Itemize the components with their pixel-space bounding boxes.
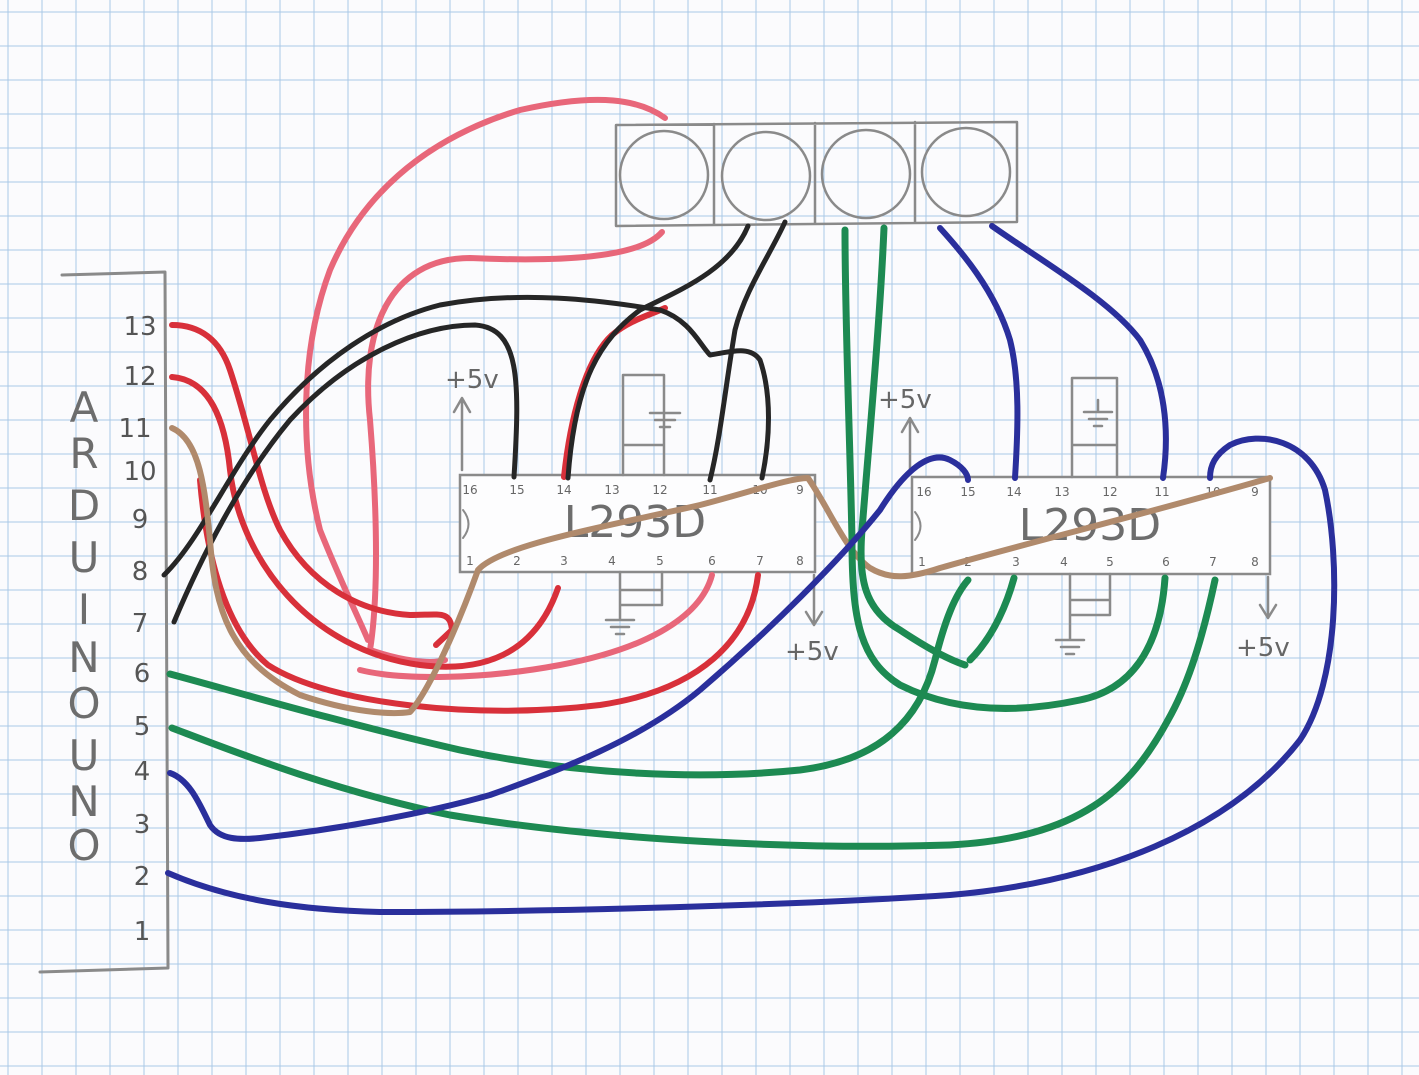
chip-1-pin-7: 7: [756, 554, 764, 568]
chip-1-notch: [462, 509, 470, 539]
chip-2-pin-12: 12: [1102, 485, 1117, 499]
chip-1-pin-15: 15: [509, 483, 524, 497]
chip-2-notch: [914, 511, 922, 541]
wire-blue-pin2: [165, 435, 1338, 915]
chip-1-pin-4: 4: [608, 554, 616, 568]
chip-1-pin-11: 11: [702, 483, 717, 497]
chip-1-pin-14: 14: [556, 483, 571, 497]
chip-2-pin-6: 6: [1162, 555, 1170, 569]
pin-label-5: 5: [134, 712, 151, 742]
pin-label-11: 11: [118, 414, 151, 444]
chip-2: L293D 16 15 14 13 12 11 10 9 1 2 3 4 5 6…: [878, 376, 1290, 663]
led-array-outline: [614, 120, 1019, 228]
chip-1-pin-2: 2: [513, 554, 521, 568]
chip-1-label: L293D: [564, 497, 706, 548]
wire-blue-led4-a: [937, 225, 1021, 481]
wire-green-led3-a: [841, 226, 1169, 712]
wire-black-pin7: [171, 322, 520, 625]
chip-2-vcc-arrow-top: [900, 416, 920, 474]
chip-1-pin-8: 8: [796, 554, 804, 568]
led-4: [920, 126, 1012, 218]
wire-green-chip2-pin3: [966, 574, 1018, 664]
chip-1-ground-bottom: [604, 570, 664, 636]
chip-2-pin-5: 5: [1106, 555, 1114, 569]
wire-blue-pin4: [167, 454, 971, 842]
chip-2-pin-14: 14: [1006, 485, 1021, 499]
chip-2-vcc-top-label: +5v: [878, 385, 932, 415]
pin-label-12: 12: [123, 362, 156, 392]
chip-2-pin-4: 4: [1060, 555, 1068, 569]
wire-brown-pin11: [169, 425, 1273, 716]
pin-label-2: 2: [134, 862, 151, 892]
pin-label-8: 8: [132, 557, 149, 587]
wire-green-led3-b: [857, 224, 969, 669]
chip-1-pin-13: 13: [604, 483, 619, 497]
wire-green-pin6: [166, 576, 972, 779]
chip-1-pin-16: 16: [462, 483, 477, 497]
chip-2-pin-9: 9: [1251, 485, 1259, 499]
led-3: [820, 128, 912, 220]
wire-red-long-bottom: [197, 477, 761, 714]
chip-2-pin-3: 3: [1012, 555, 1020, 569]
arduino-label-letter: N: [68, 777, 99, 826]
arduino-label-letter: U: [69, 533, 100, 582]
chip-2-ground-top: [1070, 376, 1119, 479]
led-2: [720, 130, 812, 222]
arduino-label-letter: O: [67, 821, 100, 870]
wire-blue-led4-b: [989, 223, 1169, 481]
arduino-label: A R D U I N O U N O: [67, 383, 100, 870]
pin-label-7: 7: [132, 609, 149, 639]
chip-2-pin-16: 16: [916, 485, 931, 499]
arduino-label-letter: O: [67, 679, 100, 728]
arduino-label-letter: N: [68, 633, 99, 682]
chip-1-ground-top: [621, 373, 682, 477]
wires: [161, 96, 1338, 915]
chip-1-pin-6: 6: [708, 554, 716, 568]
chip-1-pin-9: 9: [796, 483, 804, 497]
chip-1-vcc-arrow-top: [452, 396, 472, 472]
chip-1-pin-12: 12: [652, 483, 667, 497]
wire-red-pin12: [169, 374, 561, 670]
pin-label-1: 1: [134, 917, 151, 947]
chip-2-pin-7: 7: [1209, 555, 1217, 569]
chip-1-pin-3: 3: [560, 554, 568, 568]
chip-1-pin-1: 1: [466, 554, 474, 568]
led-array: [614, 120, 1019, 228]
chip-2-ground-bottom: [1054, 572, 1112, 656]
wire-black-led2-a: [565, 223, 751, 481]
chip-2-pin-13: 13: [1054, 485, 1069, 499]
chip-2-pin-1: 1: [918, 555, 926, 569]
chip-2-pin-15: 15: [960, 485, 975, 499]
chip-1-vcc-top-label: +5v: [445, 365, 499, 395]
pin-label-10: 10: [123, 457, 156, 487]
arduino-label-letter: D: [68, 481, 100, 530]
chip-1-bottom-pin-labels: 1 2 3 4 5 6 7 8: [466, 554, 804, 568]
chip-1-pin-5: 5: [656, 554, 664, 568]
pin-label-4: 4: [134, 757, 151, 787]
chip-2-vcc-bottom-label: +5v: [1236, 633, 1290, 663]
chip-1-vcc-bottom-label: +5v: [785, 637, 839, 667]
wire-black-pin8: [161, 294, 771, 578]
wire-red-chip1-pin6-loop: [357, 572, 715, 680]
chip-2-pin-11: 11: [1154, 485, 1169, 499]
pin-label-9: 9: [132, 505, 149, 535]
arduino-label-letter: U: [69, 731, 100, 780]
arduino-label-letter: A: [70, 383, 99, 432]
led-1: [618, 129, 710, 221]
wire-black-led2-b: [707, 219, 788, 483]
arduino-board-outline: [38, 270, 170, 974]
pin-label-3: 3: [134, 810, 151, 840]
wire-red-pin13: [169, 322, 455, 648]
wire-pink-led1-to-chip1: [303, 96, 668, 643]
chip-2-vcc-arrow-bottom: [1258, 575, 1278, 620]
arduino-label-letter: I: [78, 585, 90, 634]
arduino-label-letter: R: [69, 429, 98, 478]
pin-label-13: 13: [123, 312, 156, 342]
chip-2-pin-8: 8: [1251, 555, 1259, 569]
pin-label-6: 6: [134, 659, 151, 689]
wire-green-pin5: [168, 576, 1219, 850]
arduino-pin-labels: 13 12 11 10 9 8 7 6 5 4 3 2 1: [118, 312, 156, 947]
